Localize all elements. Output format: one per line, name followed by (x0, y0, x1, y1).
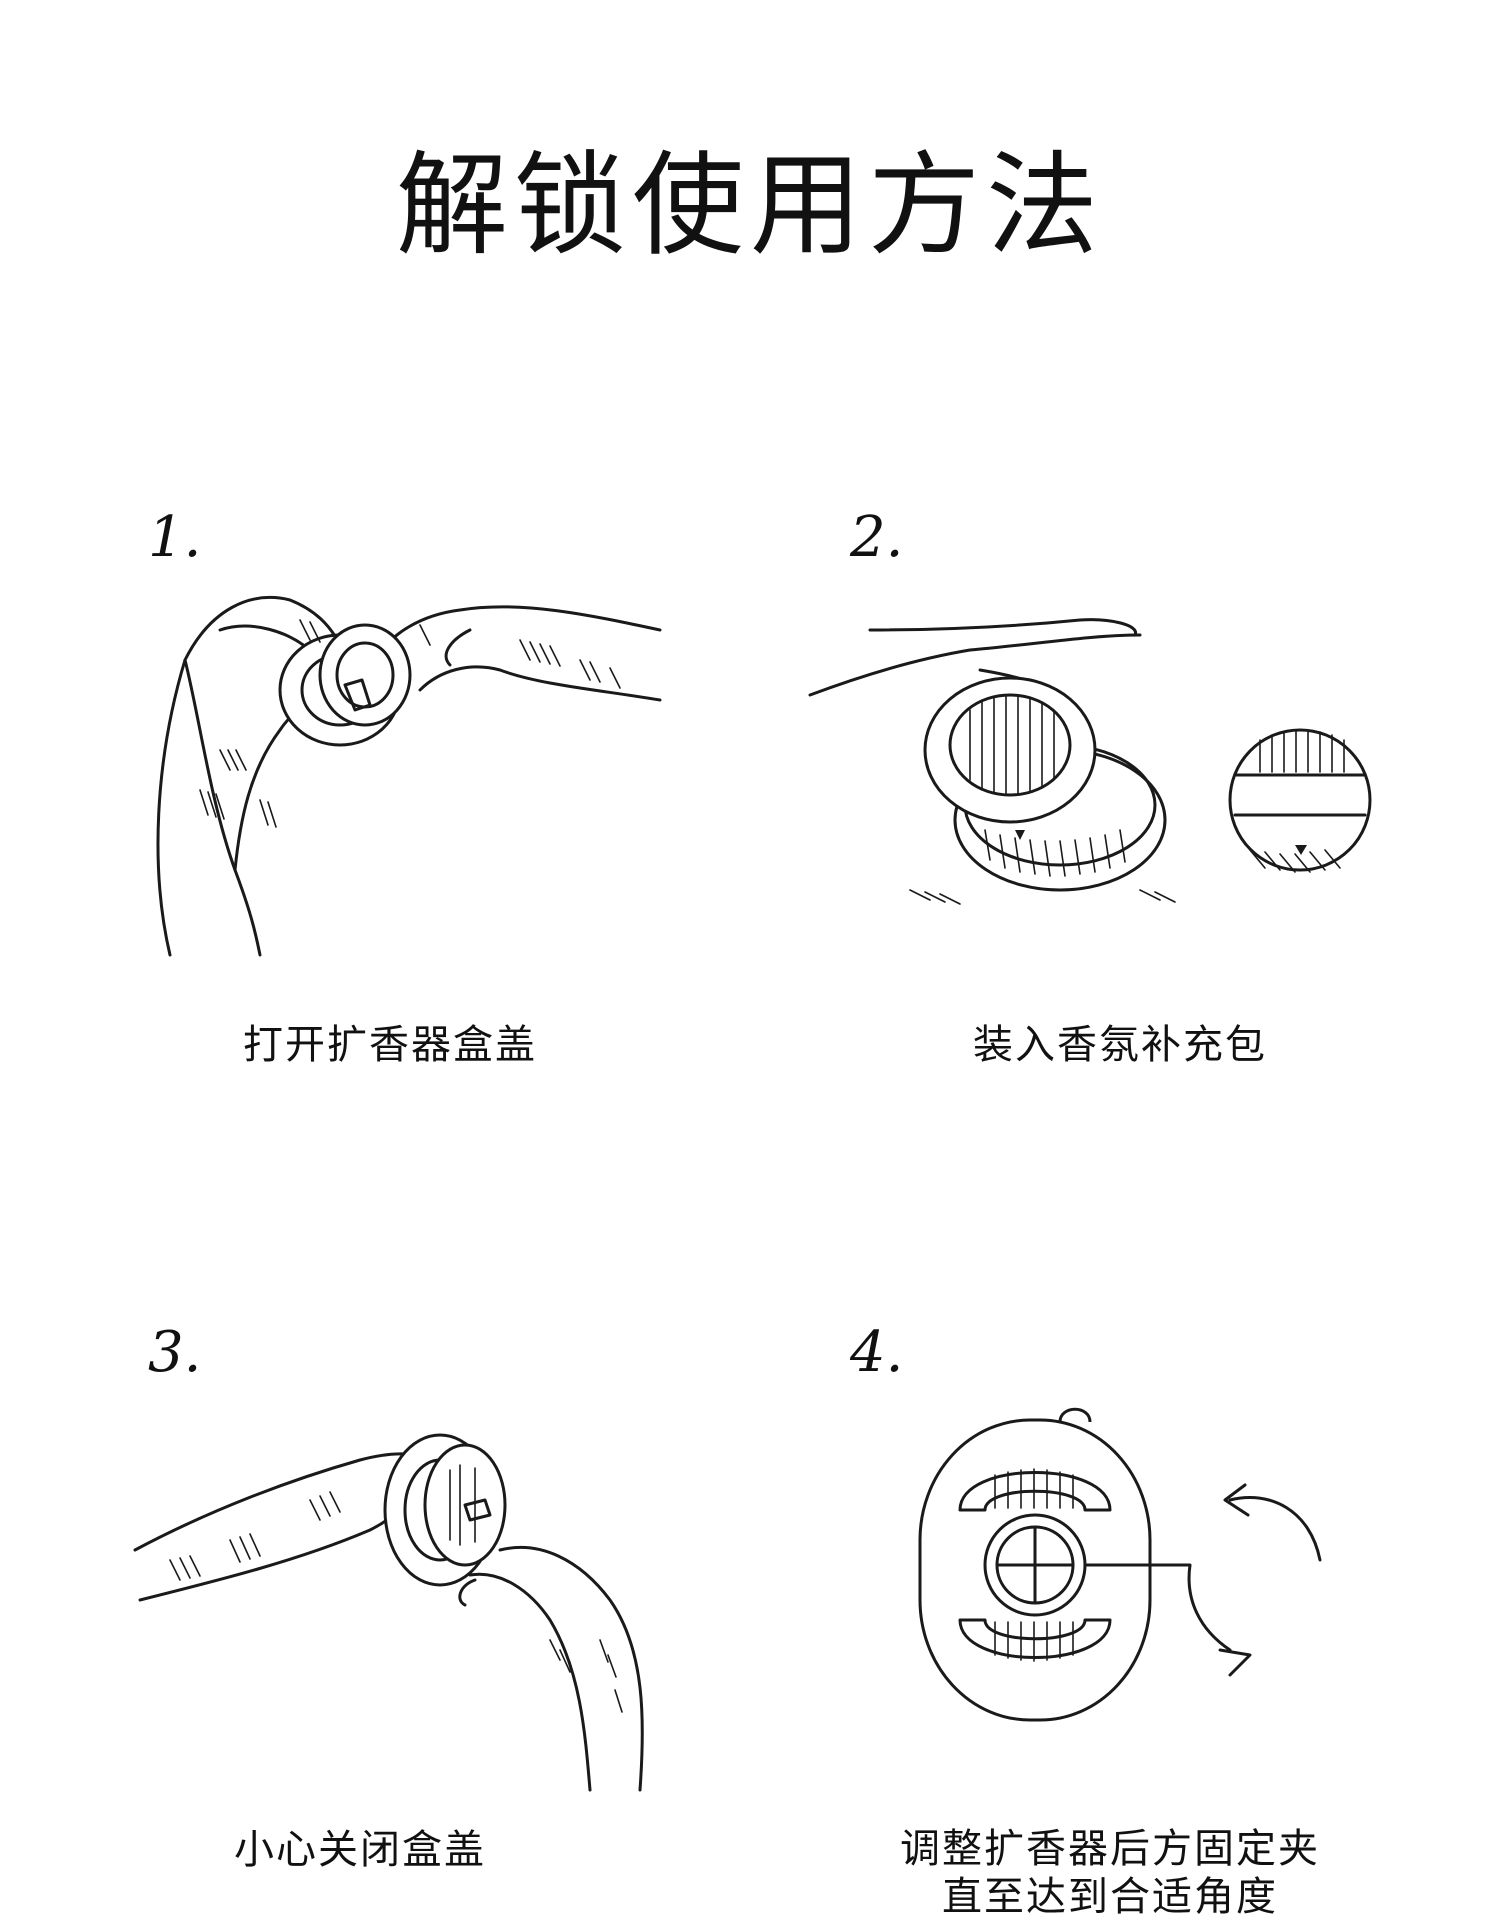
step-2-caption: 装入香氛补充包 (973, 1022, 1267, 1068)
insert-refill-icon (808, 600, 1380, 920)
step-3-caption: 小心关闭盒盖 (234, 1827, 486, 1873)
step-1-caption: 打开扩香器盒盖 (243, 1022, 537, 1068)
page-title: 解锁使用方法 (396, 141, 1104, 271)
step-1-number: 1. (148, 505, 202, 570)
hands-opening-lid-icon (140, 570, 680, 960)
step-4-number: 4. (850, 1320, 904, 1385)
hands-closing-lid-icon (130, 1390, 650, 1792)
rotate-clip-icon (900, 1400, 1340, 1740)
step-2-number: 2. (850, 505, 904, 570)
step-3-number: 3. (148, 1320, 202, 1385)
step-4-caption: 调整扩香器后方固定夹 直至达到合适角度 (900, 1826, 1320, 1920)
